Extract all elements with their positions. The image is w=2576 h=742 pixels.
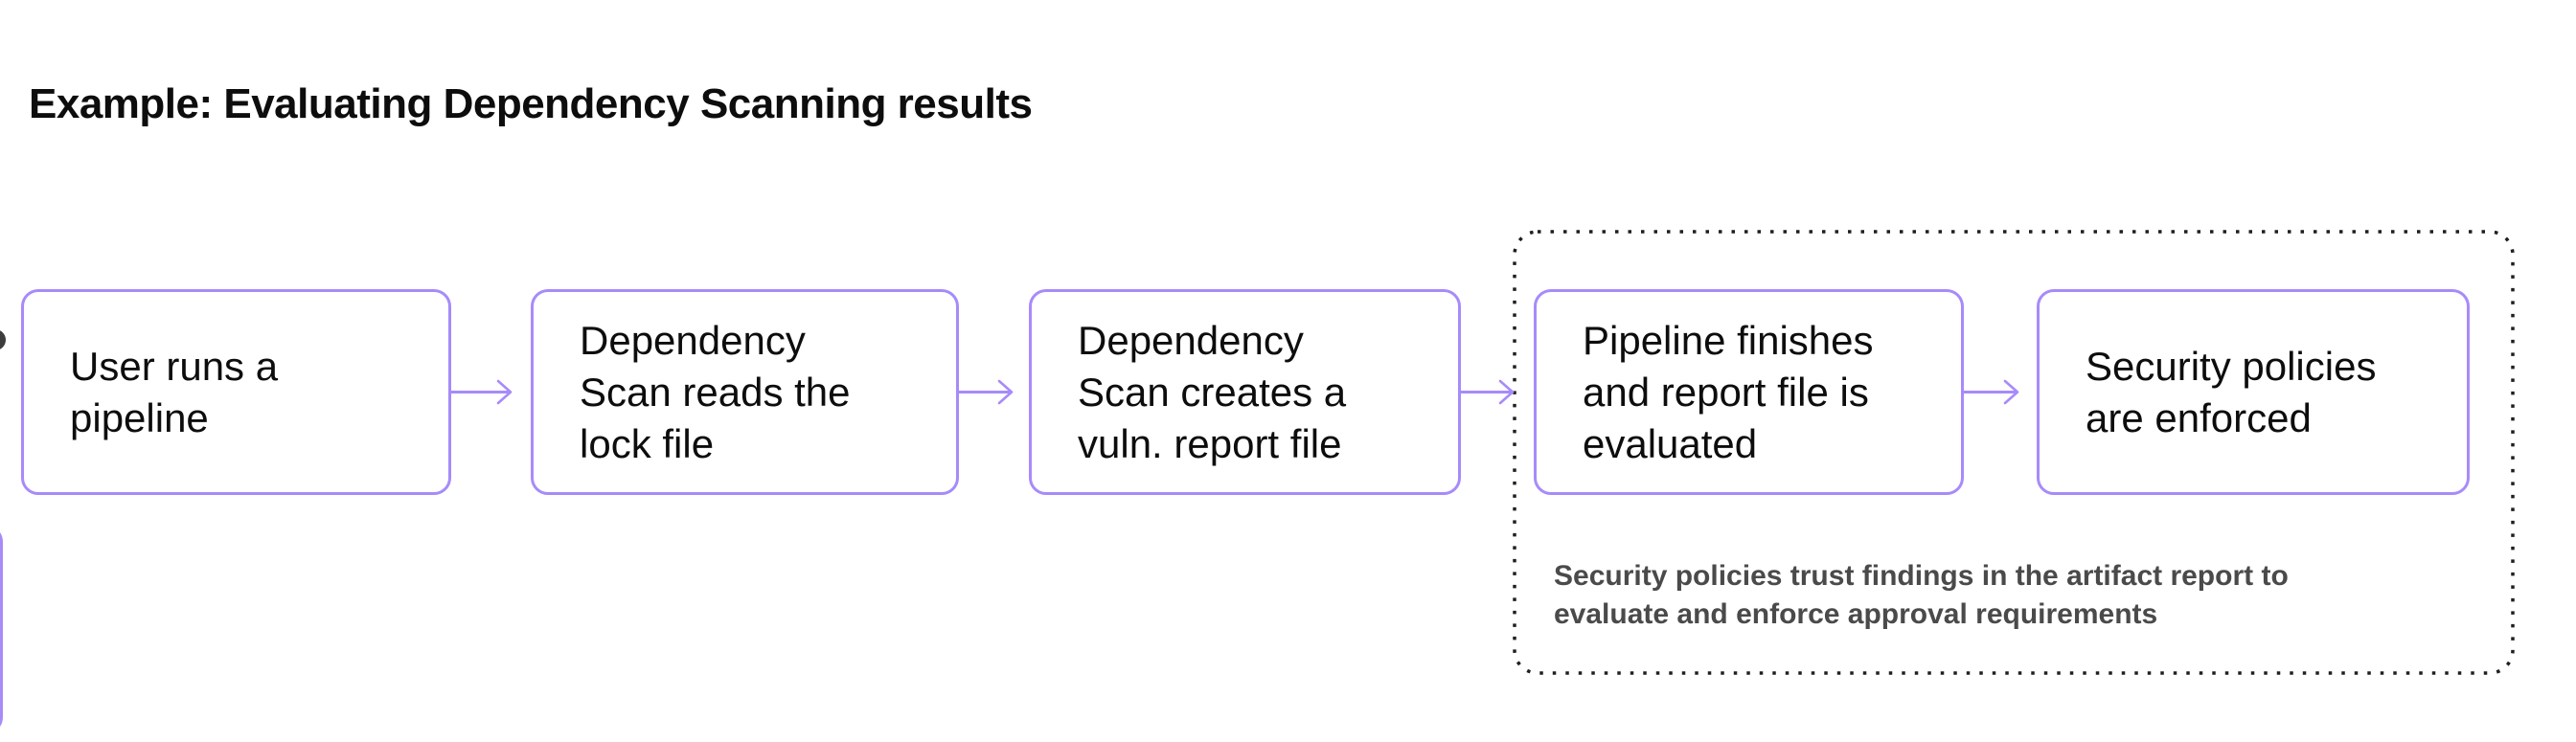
clipped-box-artifact bbox=[0, 525, 3, 734]
flow-step-user-runs-pipeline: User runs a pipeline bbox=[21, 289, 451, 495]
flow-step-label: Dependency Scan reads the lock file bbox=[580, 317, 851, 466]
flow-step-policies-enforced: Security policies are enforced bbox=[2037, 289, 2470, 495]
flow-step-label: Security policies are enforced bbox=[2086, 343, 2377, 440]
flow-step-pipeline-finishes-evaluated: Pipeline finishes and report file is eva… bbox=[1534, 289, 1964, 495]
flow-step-label: Dependency Scan creates a vuln. report f… bbox=[1078, 317, 1347, 466]
flow-arrow-icon bbox=[1964, 379, 2019, 405]
clipped-dot-artifact bbox=[0, 329, 6, 350]
policy-group-caption: Security policies trust findings in the … bbox=[1554, 560, 2289, 630]
diagram-title: Example: Evaluating Dependency Scanning … bbox=[29, 80, 1033, 127]
flow-step-label: User runs a pipeline bbox=[70, 343, 279, 440]
flow-step-scan-creates-report: Dependency Scan creates a vuln. report f… bbox=[1029, 289, 1461, 495]
flow-step-scan-reads-lock-file: Dependency Scan reads the lock file bbox=[531, 289, 959, 495]
flow-arrow-icon bbox=[1461, 379, 1515, 405]
flow-arrow-icon bbox=[451, 379, 513, 405]
flow-step-label: Pipeline finishes and report file is eva… bbox=[1583, 317, 1874, 466]
flow-arrow-icon bbox=[959, 379, 1014, 405]
